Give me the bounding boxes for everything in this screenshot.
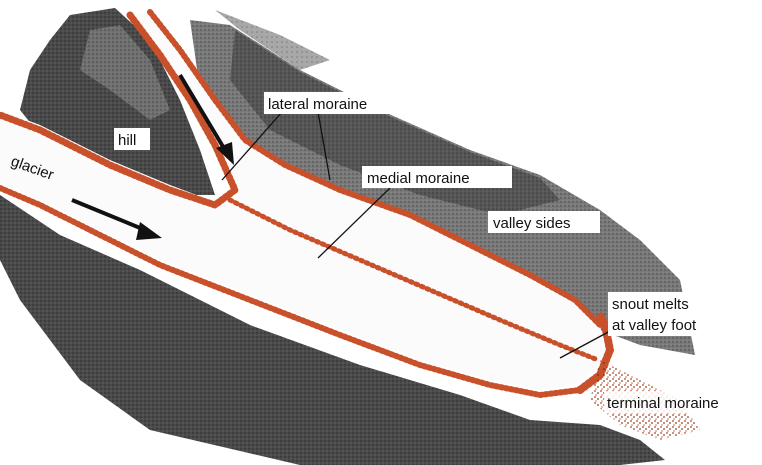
- svg-text:snout melts: snout melts: [612, 296, 689, 313]
- label-valley-sides: valley sides: [488, 211, 600, 233]
- svg-text:medial moraine: medial moraine: [367, 170, 470, 187]
- svg-text:lateral moraine: lateral moraine: [268, 96, 367, 113]
- label-lateral-moraine: lateral moraine: [264, 92, 412, 114]
- svg-text:hill: hill: [118, 132, 136, 149]
- svg-text:at valley foot: at valley foot: [612, 317, 697, 334]
- label-hill: hill: [114, 128, 150, 150]
- label-snout-melts: snout melts at valley foot: [608, 292, 726, 336]
- label-medial-moraine: medial moraine: [362, 166, 512, 188]
- svg-text:terminal moraine: terminal moraine: [607, 395, 719, 412]
- label-terminal-moraine: terminal moraine: [604, 391, 756, 413]
- svg-text:valley sides: valley sides: [493, 215, 571, 232]
